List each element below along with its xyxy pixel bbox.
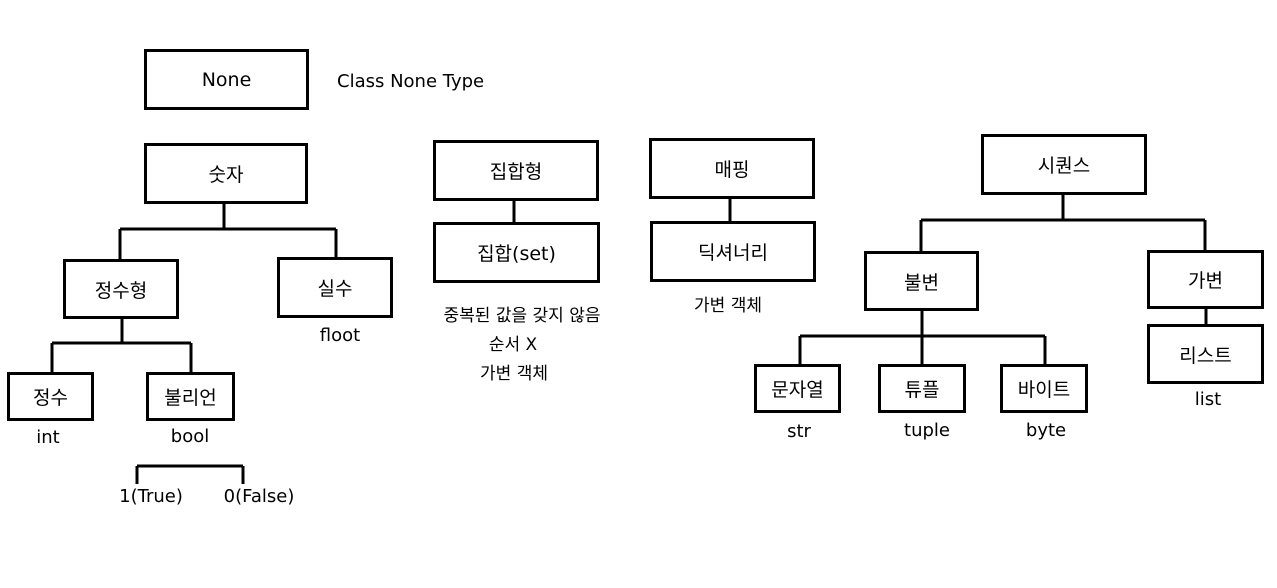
node-real: 실수 (277, 257, 393, 318)
label-true: 1(True) (119, 486, 183, 507)
node-mapping: 매핑 (649, 138, 815, 199)
label-set-note-3: 가변 객체 (480, 364, 548, 384)
node-mutable: 가변 (1147, 250, 1264, 309)
label-string: str (787, 421, 811, 442)
node-number: 숫자 (144, 143, 308, 204)
node-integer-type: 정수형 (63, 259, 179, 319)
node-integer: 정수 (7, 372, 94, 421)
node-tuple: 튜플 (878, 364, 966, 413)
node-string: 문자열 (754, 364, 841, 413)
label-bytes: byte (1025, 420, 1067, 441)
node-none: None (144, 49, 309, 110)
node-dictionary: 딕셔너리 (650, 221, 816, 282)
label-integer: int (36, 427, 60, 448)
node-boolean: 불리언 (146, 372, 235, 421)
label-dict-note: 가변 객체 (694, 296, 762, 316)
label-false: 0(False) (223, 486, 295, 507)
node-immutable: 불변 (864, 251, 979, 311)
label-set-note-1: 중복된 값을 갖지 않음 (443, 306, 601, 326)
label-none-class: Class None Type (337, 71, 485, 92)
node-list: 리스트 (1147, 324, 1264, 384)
node-sequence: 시퀀스 (981, 134, 1147, 195)
node-bytes: 바이트 (1000, 364, 1088, 413)
label-tuple: tuple (904, 420, 950, 441)
label-real: floot (319, 325, 361, 346)
node-set-type: 집합형 (433, 140, 599, 201)
label-set-note-2: 순서 X (488, 335, 538, 355)
label-list: list (1194, 389, 1222, 410)
label-boolean: bool (170, 426, 210, 447)
node-set: 집합(set) (433, 222, 600, 283)
